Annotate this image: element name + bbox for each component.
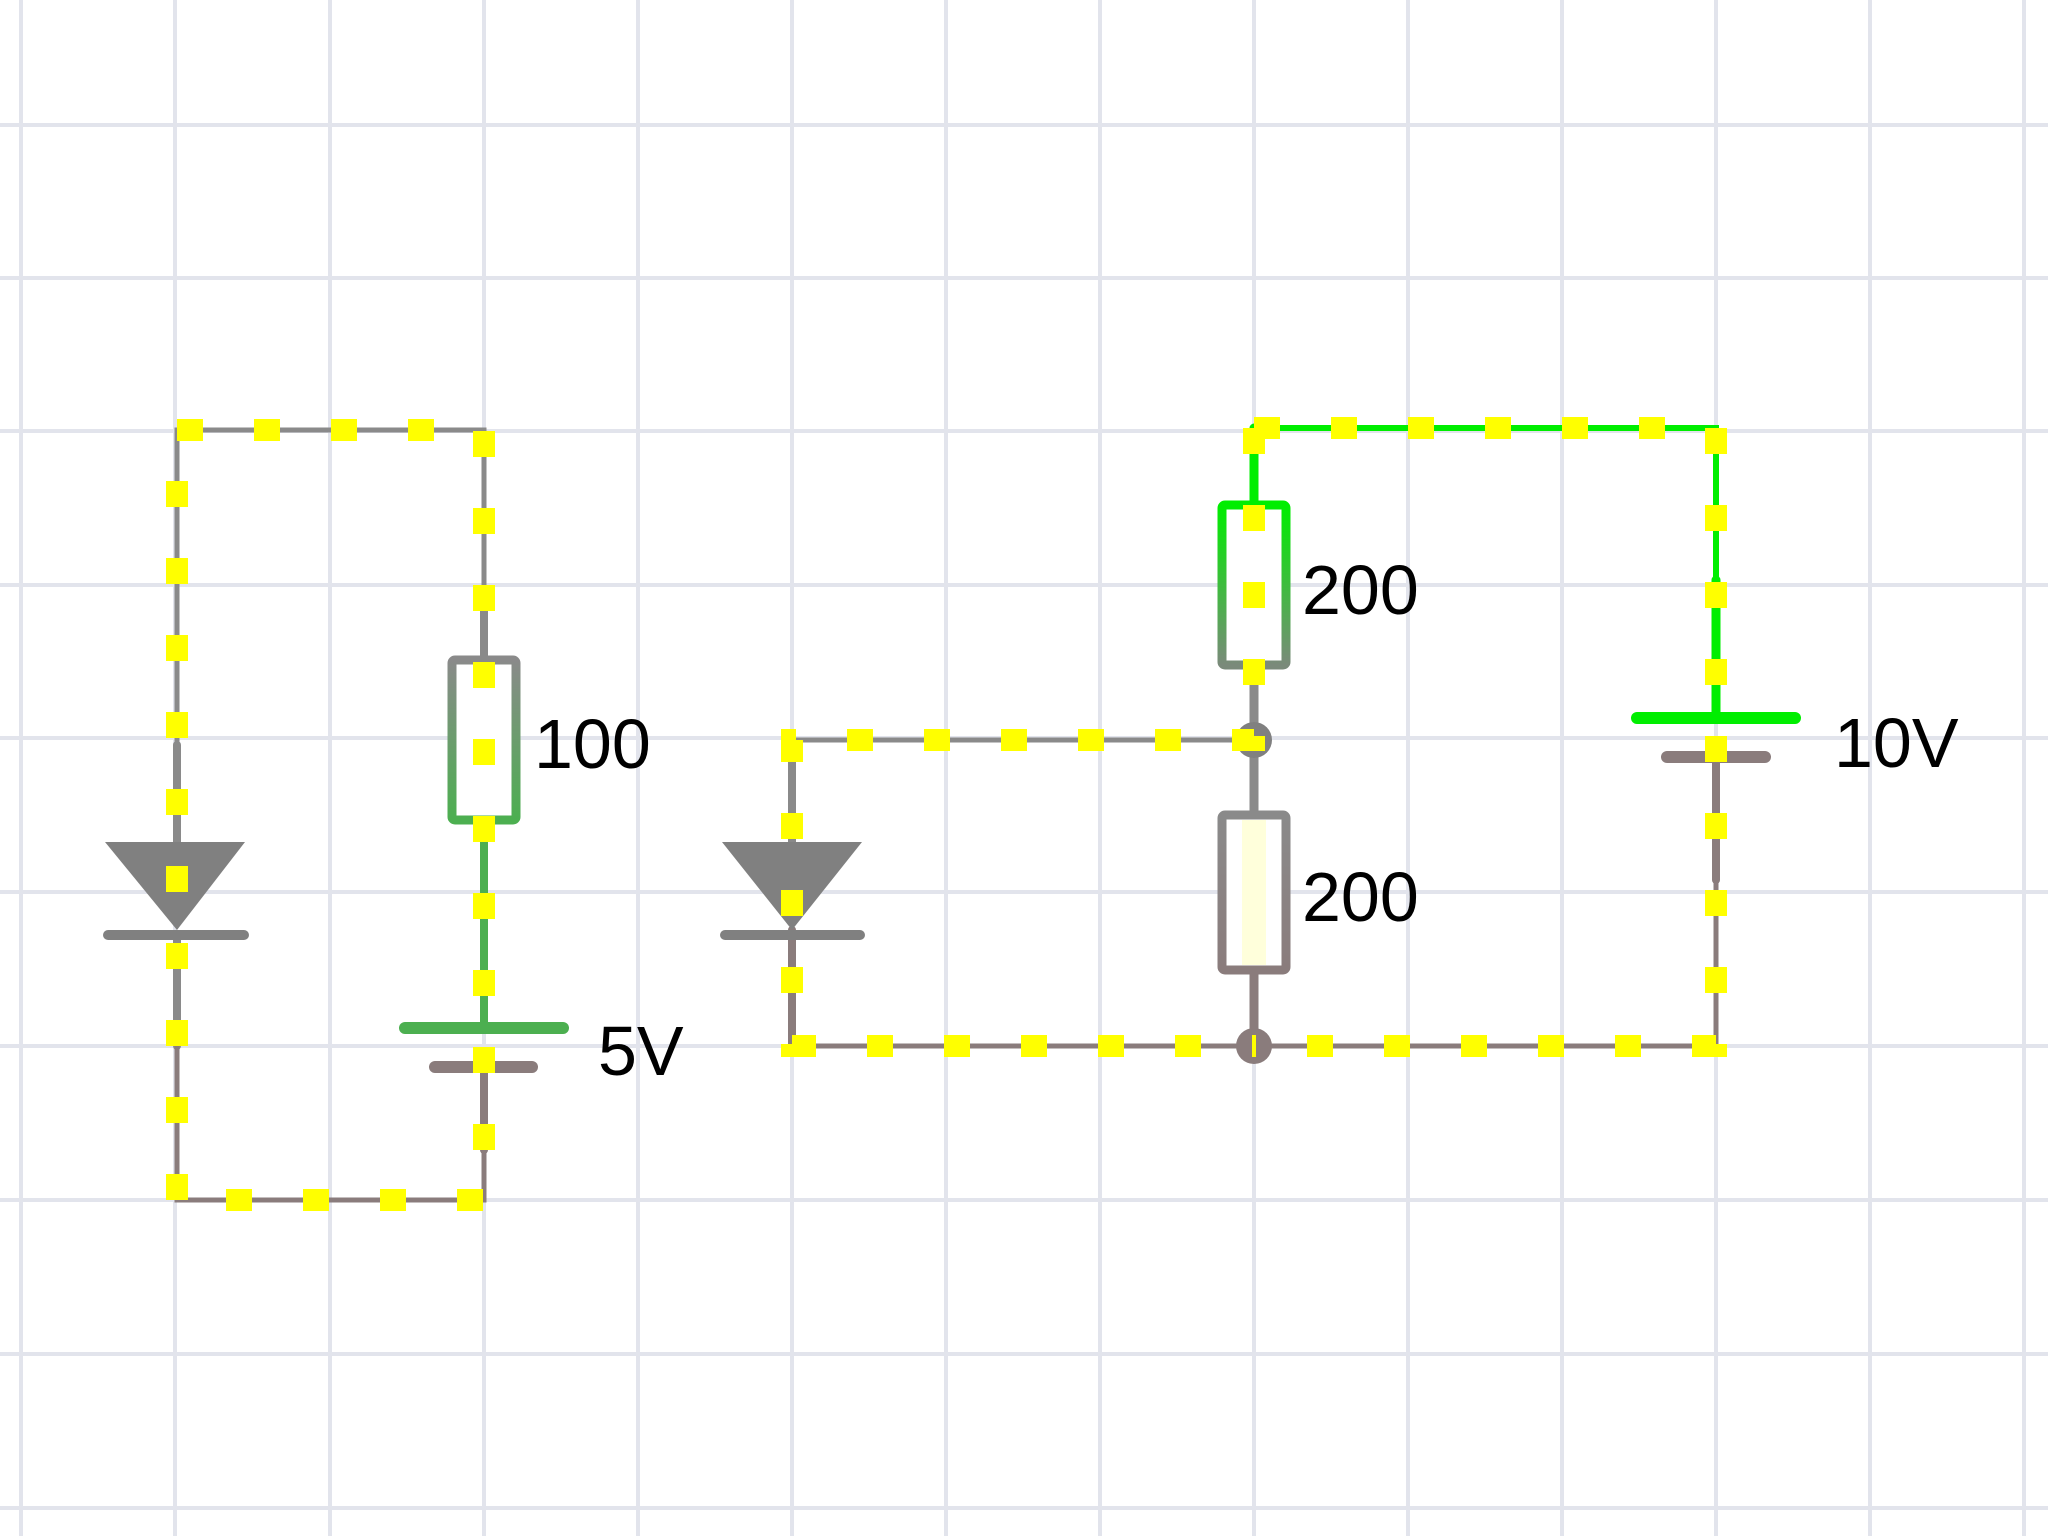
right-diode[interactable] (720, 842, 865, 940)
resistor-glow (1242, 820, 1266, 965)
right-circuit[interactable]: 200 200 10V (720, 417, 1959, 1064)
lower-resistor-label: 200 (1302, 858, 1419, 936)
left-battery-label: 5V (598, 1012, 684, 1090)
right-inner-current-flow (781, 428, 1265, 1057)
diode-icon (722, 842, 862, 930)
upper-resistor-label: 200 (1302, 551, 1419, 629)
lower-resistor[interactable] (1217, 810, 1291, 975)
resistor-icon (1217, 810, 1291, 975)
left-current-flow (166, 419, 495, 1211)
left-resistor-label: 100 (534, 705, 651, 783)
right-battery-label: 10V (1834, 704, 1959, 782)
right-outer-current-flow (1254, 417, 1727, 1057)
left-circuit[interactable]: 100 5V (103, 419, 684, 1211)
